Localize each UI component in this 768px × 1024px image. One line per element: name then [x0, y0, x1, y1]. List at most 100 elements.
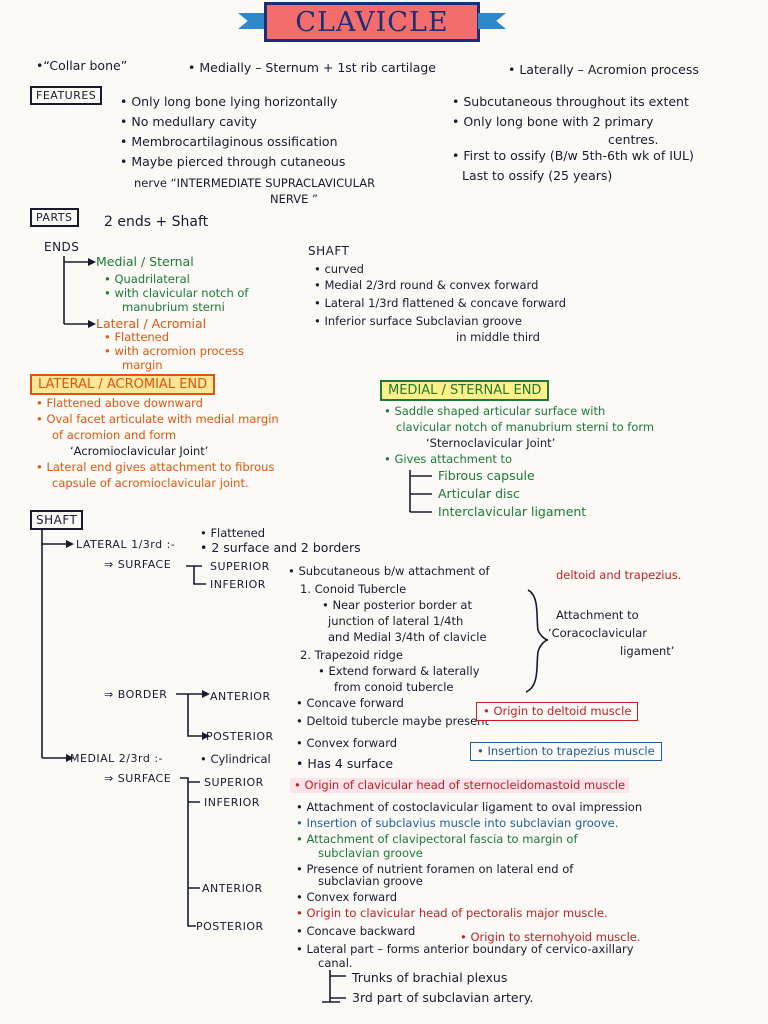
medial-anterior-label: ANTERIOR [202, 882, 263, 895]
lateral-inferior-label: INFERIOR [210, 578, 266, 591]
medial-attach-1: Fibrous capsule [438, 468, 535, 483]
lateral-border-label: ⇒ BORDER [104, 688, 168, 701]
medial-third-label: MEDIAL 2/3rd :- [70, 752, 163, 765]
ends-label: ENDS [44, 240, 80, 254]
feature-right-1: • Subcutaneous throughout its extent [452, 94, 689, 109]
feature-left-2: • No medullary cavity [120, 114, 257, 129]
medial-item-1: • Quadrilateral [104, 272, 190, 286]
medial-surface-label: ⇒ SURFACE [104, 772, 172, 785]
shaft-item-1: • curved [314, 262, 364, 276]
features-label: FEATURES [30, 86, 103, 105]
lateral-end-line-6: capsule of acromioclavicular joint. [52, 476, 249, 490]
lateral-third-label: LATERAL 1/3rd :- [76, 538, 176, 551]
medial-inferior-d1: • Presence of nutrient foramen on latera… [296, 862, 574, 876]
sternohyoid-origin-note: • Origin to sternohyoid muscle. [460, 930, 641, 944]
inferior-line-2: • Near posterior border at [322, 598, 472, 612]
canal-item-2: 3rd part of subclavian artery. [352, 990, 534, 1005]
medial-inferior-a: • Attachment of costoclavicular ligament… [296, 800, 643, 814]
medial-posterior-b1: • Lateral part – forms anterior boundary… [296, 942, 634, 956]
deltoid-origin-note: • Origin to deltoid muscle [476, 702, 639, 721]
lateral-anterior-text-1: • Concave forward [296, 696, 404, 710]
medial-prop-cylindrical: • Cylindrical [200, 752, 271, 766]
inferior-line-1: 1. Conoid Tubercle [300, 582, 407, 596]
lateral-end-title: LATERAL / ACROMIAL END [30, 374, 216, 395]
medial-inferior-c2: subclavian groove [318, 846, 423, 860]
medial-posterior-b2: canal. [318, 956, 353, 970]
lateral-surface-label: ⇒ SURFACE [104, 558, 172, 571]
intro-collar-bone: •“Collar bone” [36, 58, 128, 73]
trapezius-insertion-note: • Insertion to trapezius muscle [470, 742, 662, 761]
parts-text: 2 ends + Shaft [104, 214, 209, 230]
medial-inferior-d2: subclavian groove [318, 874, 423, 888]
parts-label: PARTS [30, 208, 79, 227]
lateral-anterior-text-2: • Deltoid tubercle maybe present [296, 714, 489, 728]
title-ribbon-right [478, 13, 506, 29]
lateral-superior-red: deltoid and trapezius. [556, 568, 682, 582]
feature-left-1: • Only long bone lying horizontally [120, 94, 338, 109]
medial-inferior-c1: • Attachment of clavipectoral fascia to … [296, 832, 578, 846]
lateral-item-1: • Flattened [104, 330, 170, 344]
lateral-end-line-5: • Lateral end gives attachment to fibrou… [36, 460, 275, 474]
medial-end-line-4: • Gives attachment to [384, 452, 513, 466]
inferior-line-4: and Medial 3/4th of clavicle [328, 630, 487, 644]
shaft-label: SHAFT [30, 510, 84, 530]
medial-posterior-label: POSTERIOR [196, 920, 264, 933]
shaft-parts-label: SHAFT [308, 244, 350, 258]
lateral-acromial-title: Lateral / Acromial [96, 316, 207, 331]
inferior-line-3: junction of lateral 1/4th [328, 614, 464, 628]
lateral-superior-text: • Subcutaneous b/w attachment of [288, 564, 490, 578]
lateral-end-line-3: of acromion and form [52, 428, 177, 442]
inferior-line-7: from conoid tubercle [334, 680, 454, 694]
feature-left-5: nerve “INTERMEDIATE SUPRACLAVICULAR [134, 176, 376, 190]
shaft-item-2: • Medial 2/3rd round & convex forward [314, 278, 539, 292]
lateral-prop-1: • Flattened [200, 526, 266, 540]
medial-end-line-3: ‘Sternoclavicular Joint’ [426, 436, 556, 450]
medial-item-2: • with clavicular notch of [104, 286, 249, 300]
medial-end-line-2: clavicular notch of manubrium sterni to … [396, 420, 655, 434]
lateral-end-line-1: • Flattened above downward [36, 396, 203, 410]
medial-item-3: manubrium sterni [122, 300, 225, 314]
inferior-line-6: • Extend forward & laterally [318, 664, 480, 678]
lateral-posterior-text: • Convex forward [296, 736, 398, 750]
lateral-item-2: • with acromion process [104, 344, 244, 358]
medial-attach-3: Interclavicular ligament [438, 504, 587, 519]
medial-inferior-b: • Insertion of subclavius muscle into su… [296, 816, 619, 830]
medial-attach-2: Articular disc [438, 486, 520, 501]
attachment-note-3: ligament’ [620, 644, 675, 658]
feature-right-2: • Only long bone with 2 primary [452, 114, 654, 129]
medial-end-title: MEDIAL / STERNAL END [380, 380, 550, 401]
lateral-posterior-label: POSTERIOR [206, 730, 274, 743]
shaft-item-4: • Inferior surface Subclavian groove [314, 314, 522, 328]
medial-anterior-a: • Convex forward [296, 890, 398, 904]
medial-posterior-a: • Concave backward [296, 924, 416, 938]
inferior-line-5: 2. Trapezoid ridge [300, 648, 403, 662]
feature-right-5: Last to ossify (25 years) [462, 168, 613, 183]
medial-superior-text: • Origin of clavicular head of sternocle… [290, 778, 630, 793]
lateral-prop-2: • 2 surface and 2 borders [200, 540, 361, 555]
medial-inferior-label: INFERIOR [204, 796, 260, 809]
shaft-item-3: • Lateral 1/3rd flattened & concave forw… [314, 296, 567, 310]
attachment-note-1: Attachment to [556, 608, 639, 622]
canal-item-1: Trunks of brachial plexus [352, 970, 508, 985]
feature-left-3: • Membrocartilaginous ossification [120, 134, 338, 149]
intro-laterally: • Laterally – Acromion process [508, 62, 699, 77]
medial-superior-label: SUPERIOR [204, 776, 264, 789]
medial-anterior-b: • Origin to clavicular head of pectorali… [296, 906, 608, 920]
medial-prop-four-surface: • Has 4 surface [296, 756, 394, 771]
feature-left-6: NERVE ” [270, 192, 318, 206]
lateral-end-line-2: • Oval facet articulate with medial marg… [36, 412, 279, 426]
intro-medially: • Medially – Sternum + 1st rib cartilage [188, 60, 436, 75]
attachment-note-2: ‘Coracoclavicular [548, 626, 648, 640]
medial-sternal-title: Medial / Sternal [96, 254, 194, 269]
feature-right-4: • First to ossify (B/w 5th-6th wk of IUL… [452, 148, 694, 163]
shaft-item-5: in middle third [456, 330, 540, 344]
lateral-superior-label: SUPERIOR [210, 560, 270, 573]
title-ribbon-left [238, 13, 266, 29]
lateral-end-line-4: ‘Acromioclavicular Joint’ [70, 444, 209, 458]
medial-end-line-1: • Saddle shaped articular surface with [384, 404, 606, 418]
feature-left-4: • Maybe pierced through cutaneous [120, 154, 346, 169]
lateral-anterior-label: ANTERIOR [210, 690, 271, 703]
feature-right-3: centres. [608, 132, 659, 147]
lateral-item-3: margin [122, 358, 163, 372]
